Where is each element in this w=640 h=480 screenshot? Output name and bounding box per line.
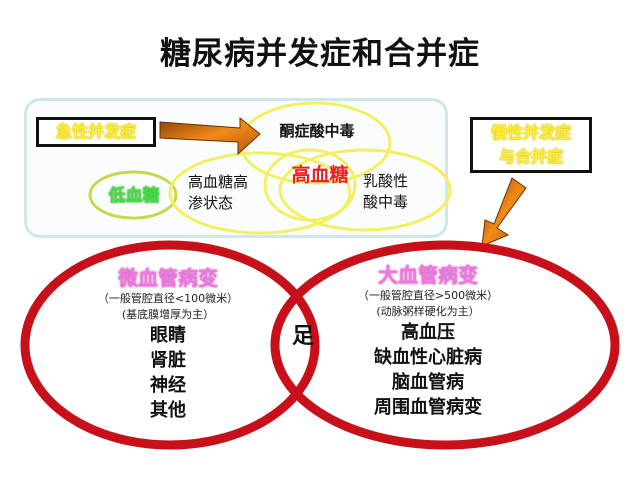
microvascular-item: 眼睛 bbox=[150, 325, 186, 346]
macrovascular-section: 大血管病变 （一般管腔直径>500微米） (动脉粥样硬化为主） 高血压 缺血性心… bbox=[338, 259, 518, 420]
macrovascular-item: 高血压 bbox=[401, 322, 455, 343]
hypoglycemia-ellipse bbox=[88, 170, 178, 220]
macrovascular-sub1: （一般管腔直径>500微米） bbox=[357, 289, 499, 302]
hhs-line2: 渗状态 bbox=[188, 194, 234, 212]
lactic-acidosis-label: 乳酸性 酸中毒 bbox=[363, 171, 423, 213]
macrovascular-title: 大血管病变 bbox=[378, 263, 478, 287]
hhs-line1: 高血糖高 bbox=[188, 173, 249, 191]
macrovascular-item: 缺血性心脏病 bbox=[374, 347, 482, 368]
chronic-complications-label: 慢性并发症 与合并症 bbox=[470, 117, 592, 173]
macrovascular-sub2: (动脉粥样硬化为主） bbox=[376, 305, 480, 318]
microvascular-sub2: (基底膜增厚为主） bbox=[121, 308, 215, 321]
chronic-label-line1: 慢性并发症 bbox=[490, 123, 571, 142]
foot-label: 足 bbox=[292, 324, 315, 349]
arrow-right-icon bbox=[159, 116, 261, 156]
microvascular-sub1: （一般管腔直径<100微米） bbox=[97, 292, 239, 305]
lactic-line2: 酸中毒 bbox=[363, 193, 409, 211]
chronic-label-line2: 与合并症 bbox=[498, 147, 563, 166]
hypoglycemia-label: 低血糖 bbox=[108, 186, 160, 206]
microvascular-item: 神经 bbox=[150, 375, 186, 396]
macrovascular-item: 脑血管病 bbox=[392, 372, 464, 393]
microvascular-item: 肾脏 bbox=[150, 350, 186, 371]
diagram-title: 糖尿病并发症和合并症 bbox=[160, 36, 480, 72]
macrovascular-item: 周围血管病变 bbox=[374, 397, 482, 418]
arrow-down-left-icon bbox=[481, 177, 527, 247]
vascular-rings bbox=[20, 240, 620, 450]
ketoacidosis-label: 酮症酸中毒 bbox=[279, 122, 355, 140]
microvascular-section: 微血管病变 （一般管腔直径<100微米） (基底膜增厚为主） 眼睛 肾脏 神经 … bbox=[78, 262, 258, 423]
microvascular-title: 微血管病变 bbox=[118, 266, 218, 290]
acute-complications-label: 急性并发症 bbox=[36, 117, 156, 147]
lactic-line1: 乳酸性 bbox=[363, 172, 409, 190]
hyperglycemia-label: 高血糖 bbox=[291, 164, 349, 186]
microvascular-item: 其他 bbox=[150, 400, 186, 421]
hhs-label: 高血糖高 渗状态 bbox=[188, 172, 268, 214]
